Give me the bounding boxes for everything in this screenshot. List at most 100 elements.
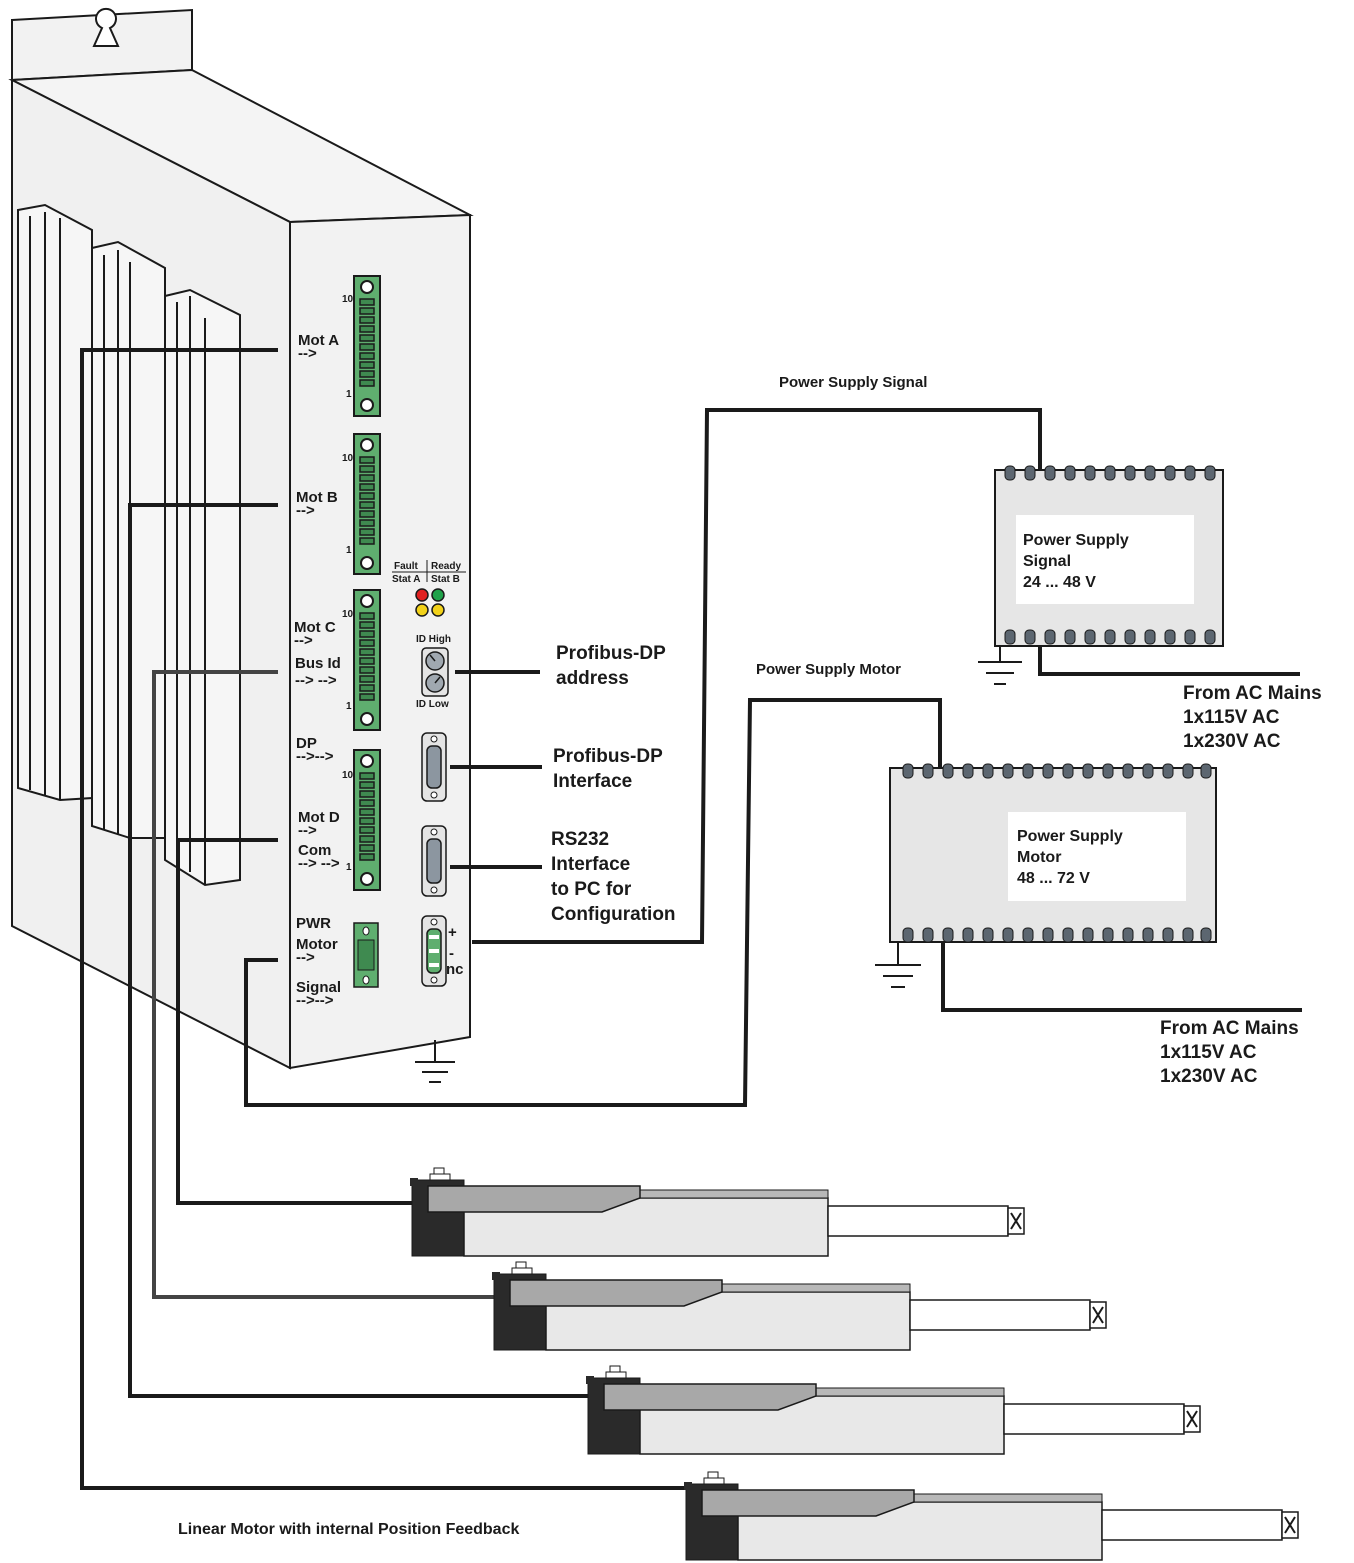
psu-signal-text-3: 24 ... 48 V xyxy=(1023,574,1096,591)
id-low-label: ID Low xyxy=(416,699,449,710)
profibus-interface-line2: Interface xyxy=(553,771,632,792)
terminal-block-mot-c[interactable] xyxy=(353,589,381,731)
mains-line1: From AC Mains xyxy=(1183,683,1322,704)
psu-signal-mains: From AC Mains 1x115V AC 1x230V AC xyxy=(1183,683,1322,752)
profibus-dsub-connector[interactable] xyxy=(421,732,447,802)
wire-mains-signal xyxy=(1038,645,1300,676)
mounting-keyhole-icon xyxy=(92,7,120,47)
profibus-address-line1: Profibus-DP xyxy=(556,643,666,664)
psu-motor-ground-icon xyxy=(875,942,921,988)
controller-ground-icon xyxy=(415,1040,455,1083)
psu-motor-text-3: 48 ... 72 V xyxy=(1017,870,1090,887)
arrow: --> --> xyxy=(298,855,340,872)
status-led-panel: Fault Ready Stat A Stat B xyxy=(392,560,466,617)
power-supply-motor-wire-label: Power Supply Motor xyxy=(756,661,901,678)
pin-1-label: 1 xyxy=(346,862,352,873)
arrow: -->--> xyxy=(296,748,334,765)
psu-signal-top-terminals xyxy=(1004,465,1216,481)
arrow: --> xyxy=(298,822,317,839)
minus-pin-label: - xyxy=(449,945,454,962)
arrow: -->--> xyxy=(296,992,334,1009)
plus-pin-label: + xyxy=(448,924,457,941)
arrow: --> xyxy=(294,632,313,649)
mains-line2: 1x115V AC xyxy=(1183,707,1280,728)
linear-motor-2 xyxy=(491,1261,1107,1351)
linear-motor-4 xyxy=(683,1471,1299,1561)
arrow: --> xyxy=(296,949,315,966)
profibus-interface-line1: Profibus-DP xyxy=(553,746,663,767)
wire-power-motor xyxy=(244,698,942,1107)
pin-10-label: 10 xyxy=(342,294,354,305)
rs232-line4: Configuration xyxy=(551,904,676,925)
bus-id-switch[interactable]: ID High ID Low xyxy=(416,634,451,710)
wire-power-signal xyxy=(472,408,1042,944)
pwr-label: PWR xyxy=(296,915,331,932)
motor-label: Motor xyxy=(296,936,338,953)
psu-motor-text-1: Power Supply xyxy=(1017,828,1123,845)
rs232-line2: Interface xyxy=(551,854,630,875)
heat-sink-fins xyxy=(17,203,241,887)
psu-signal-bottom-terminals xyxy=(1004,629,1216,645)
rs232-line1: RS232 xyxy=(551,829,609,850)
bus-id-label: Bus Id xyxy=(295,655,341,672)
wire-mot-a xyxy=(80,348,686,1490)
nc-pin-label: nc xyxy=(446,961,464,978)
pin-10-label: 10 xyxy=(342,770,354,781)
wire-mot-c xyxy=(152,670,494,1299)
mains-line2: 1x115V AC xyxy=(1160,1042,1257,1063)
annotations: Profibus-DP address Profibus-DP Interfac… xyxy=(551,374,927,925)
profibus-address-line2: address xyxy=(556,668,629,689)
wires xyxy=(80,348,1302,1490)
linear-motor-1 xyxy=(409,1167,1025,1257)
terminal-block-mot-d[interactable] xyxy=(353,749,381,891)
id-high-label: ID High xyxy=(416,634,451,645)
pin-1-label: 1 xyxy=(346,701,352,712)
power-supply-motor: Power Supply Motor 48 ... 72 V xyxy=(889,763,1217,943)
mot-d-label: Mot D xyxy=(298,809,340,826)
psu-signal-ground-icon xyxy=(978,646,1022,685)
power-motor-terminal[interactable] xyxy=(353,922,379,988)
mains-line1: From AC Mains xyxy=(1160,1018,1299,1039)
dp-label: DP xyxy=(296,735,317,752)
terminal-block-mot-a[interactable] xyxy=(353,275,381,417)
rs232-line3: to PC for xyxy=(551,879,632,900)
stat-a-label: Stat A xyxy=(392,574,421,585)
wire-mot-b xyxy=(128,503,590,1398)
signal-label: Signal xyxy=(296,979,341,996)
connector-labels: Mot A --> Mot B --> Mot C --> Bus Id -->… xyxy=(294,332,341,1009)
terminal-block-mot-b[interactable] xyxy=(353,433,381,575)
stat-b-label: Stat B xyxy=(431,574,460,585)
mains-line3: 1x230V AC xyxy=(1160,1066,1258,1087)
stat-b-led-icon xyxy=(431,603,445,617)
linear-motor-3 xyxy=(585,1365,1201,1455)
psu-signal-text-1: Power Supply xyxy=(1023,532,1129,549)
rs232-dsub-connector[interactable] xyxy=(421,825,447,897)
psu-signal-text-2: Signal xyxy=(1023,553,1071,570)
linear-motor-caption: Linear Motor with internal Position Feed… xyxy=(178,1521,519,1538)
psu-motor-top-terminals xyxy=(902,763,1212,779)
wire-mot-d xyxy=(176,838,414,1205)
mot-a-label: Mot A xyxy=(298,332,339,349)
psu-motor-text-2: Motor xyxy=(1017,849,1061,866)
com-label: Com xyxy=(298,842,331,859)
wire-mains-motor xyxy=(941,942,1302,1012)
pin-labels: 10 1 10 1 10 1 10 1 xyxy=(342,294,354,873)
pin-1-label: 1 xyxy=(346,389,352,400)
ready-led-icon xyxy=(431,588,445,602)
arrow: --> xyxy=(296,502,315,519)
mains-line3: 1x230V AC xyxy=(1183,731,1281,752)
stat-a-led-icon xyxy=(415,603,429,617)
arrow: --> --> xyxy=(295,672,337,689)
power-supply-signal: Power Supply Signal 24 ... 48 V xyxy=(994,465,1224,647)
power-signal-connector[interactable]: + - nc xyxy=(421,915,464,987)
pin-10-label: 10 xyxy=(342,453,354,464)
power-supply-signal-wire-label: Power Supply Signal xyxy=(779,374,927,391)
ready-label: Ready xyxy=(431,561,461,572)
psu-motor-mains: From AC Mains 1x115V AC 1x230V AC xyxy=(1160,1018,1299,1087)
pin-10-label: 10 xyxy=(342,609,354,620)
fault-label: Fault xyxy=(394,561,419,572)
mot-c-label: Mot C xyxy=(294,619,336,636)
psu-motor-bottom-terminals xyxy=(902,927,1212,943)
mot-b-label: Mot B xyxy=(296,489,338,506)
